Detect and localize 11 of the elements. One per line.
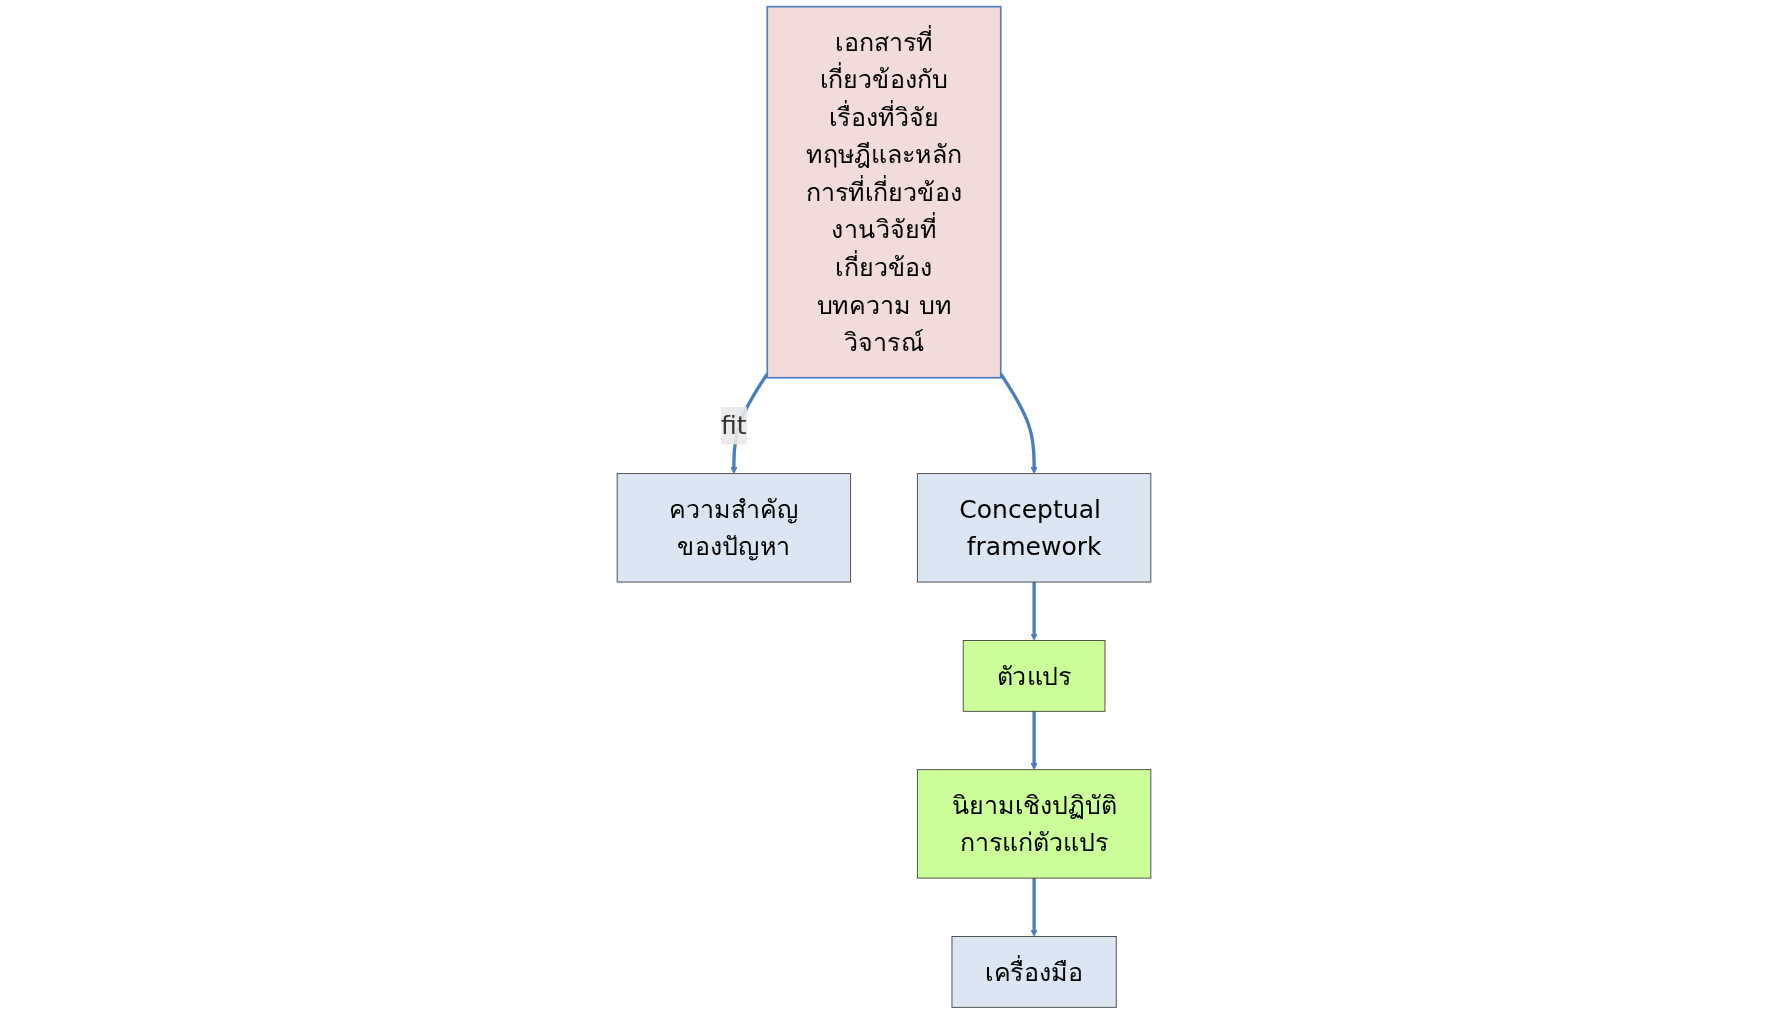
arrow <box>999 372 1038 474</box>
arrow <box>1030 582 1038 641</box>
node-box: ความสำคัญของปัญหา <box>616 473 852 583</box>
edge-label: fit <box>721 411 747 441</box>
arrow <box>1030 711 1038 770</box>
arrow <box>1030 878 1038 937</box>
node-box: นิยามเชิงปฏิบัติการแก่ตัวแปร <box>916 769 1152 879</box>
node-box: เอกสารที่เกี่ยวข้องกับเรื่องที่วิจัย ทฤษฎีและหลักการที่เกี่ยวข้อง งานวิจัยที่เกี่ยวข้อง บทความ บทวิจารณ์ <box>766 5 1002 379</box>
node-box: เครื่องมือ <box>951 936 1117 1008</box>
node-box: Conceptual framework <box>916 473 1152 583</box>
node-box: ตัวแปร <box>962 640 1106 712</box>
